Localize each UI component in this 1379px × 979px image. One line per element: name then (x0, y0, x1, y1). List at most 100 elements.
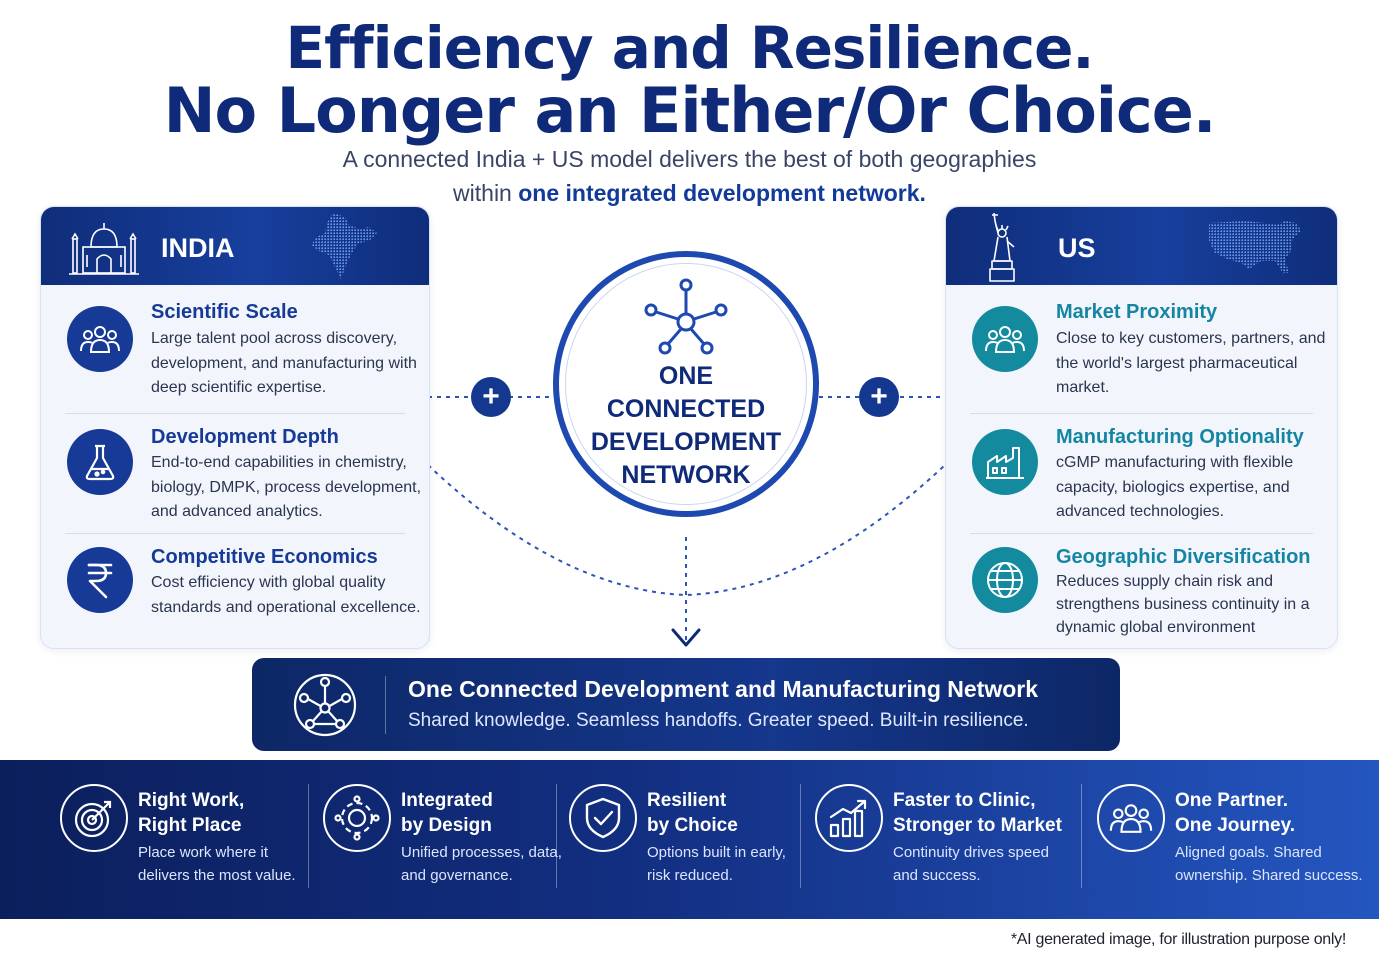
feature-desc-line1: Aligned goals. Shared (1175, 844, 1322, 861)
feature-one-partner: One Partner. One Journey. Aligned goals.… (1097, 760, 1367, 919)
feature-separator (800, 784, 801, 888)
feature-desc-line2: and governance. (401, 867, 513, 884)
gear-network-icon (334, 795, 380, 841)
feature-desc-line1: Place work where it (138, 844, 269, 861)
india-item-heading: Competitive Economics (151, 546, 378, 568)
plus-icon-left: + (471, 377, 511, 417)
features-strip: Right Work, Right Place Place work where… (0, 760, 1379, 919)
feature-title: One Partner. One Journey. (1175, 788, 1295, 838)
feature-title-line1: Resilient (647, 790, 727, 811)
people-group-icon (80, 326, 120, 353)
us-item-heading: Manufacturing Optionality (1056, 426, 1304, 448)
network-banner: One Connected Development and Manufactur… (252, 658, 1120, 751)
feature-title-line2: by Design (401, 815, 492, 836)
center-label-line4: NETWORK (621, 461, 751, 489)
feature-title: Integrated by Design (401, 788, 493, 838)
subtitle-highlight: one integrated development network. (518, 180, 926, 206)
india-item-desc: Cost efficiency with global quality stan… (151, 574, 421, 616)
center-label-line2: CONNECTED (606, 395, 766, 423)
feature-title-line2: by Choice (647, 815, 738, 836)
subtitle-line2: within one integrated development networ… (0, 180, 1379, 207)
divider (65, 533, 405, 534)
feature-integrated: Integrated by Design Unified processes, … (323, 760, 562, 919)
feature-separator (308, 784, 309, 888)
banner-subtitle: Shared knowledge. Seamless handoffs. Gre… (408, 710, 1029, 731)
subtitle-prefix: within (453, 180, 512, 206)
india-item-icon-circle (67, 306, 133, 372)
feature-right-work: Right Work, Right Place Place work where… (60, 760, 300, 919)
feature-desc-line2: delivers the most value. (138, 867, 296, 884)
us-item-desc: Reduces supply chain risk and strengthen… (1056, 573, 1310, 636)
feature-faster-to-clinic: Faster to Clinic, Stronger to Market Con… (815, 760, 1075, 919)
india-item-icon-circle (67, 547, 133, 613)
disclaimer-text: *AI generated image, for illustration pu… (1010, 931, 1346, 948)
us-item-icon-circle (972, 429, 1038, 495)
statue-of-liberty-icon (989, 212, 1015, 282)
us-item-icon-circle (972, 547, 1038, 613)
people-group-icon (985, 326, 1025, 353)
us-item-heading: Market Proximity (1056, 301, 1218, 323)
center-label: ONE CONNECTED DEVELOPMENT NETWORK (553, 360, 819, 492)
feature-separator (556, 784, 557, 888)
plus-icon-right: + (859, 377, 899, 417)
divider (970, 413, 1313, 414)
feature-icon-circle (323, 784, 391, 852)
center-label-line1: ONE (658, 362, 714, 390)
taj-mahal-icon (69, 223, 139, 275)
center-label-line3: DEVELOPMENT (590, 428, 782, 456)
feature-title-line2: Right Place (138, 815, 242, 836)
feature-desc: Continuity drives speed and success. (893, 841, 1049, 887)
feature-title-line1: Faster to Clinic, (893, 790, 1036, 811)
feature-desc-line1: Continuity drives speed (893, 844, 1049, 861)
feature-desc-line2: risk reduced. (647, 867, 733, 884)
banner-title: One Connected Development and Manufactur… (408, 676, 1039, 702)
india-item-heading: Development Depth (151, 426, 339, 448)
feature-separator (1081, 784, 1082, 888)
feature-title-line1: Right Work, (138, 790, 245, 811)
india-panel-title: INDIA (161, 233, 235, 263)
us-item-icon-circle (972, 306, 1038, 372)
shield-check-icon (585, 797, 621, 839)
feature-desc: Unified processes, data, and governance. (401, 841, 562, 887)
feature-title-line1: One Partner. (1175, 790, 1288, 811)
globe-network-icon (293, 673, 357, 737)
rupee-icon (87, 563, 113, 599)
india-item-heading: Scientific Scale (151, 301, 298, 323)
main-title-line1: Efficiency and Resilience. (285, 14, 1095, 82)
main-title-line2: No Longer an Either/Or Choice. (163, 74, 1217, 147)
india-map-icon (311, 213, 377, 279)
feature-desc: Options built in early, risk reduced. (647, 841, 786, 887)
growth-chart-icon (829, 799, 867, 838)
feature-icon-circle (569, 784, 637, 852)
us-item-desc: Close to key customers, partners, and th… (1056, 330, 1326, 396)
divider (970, 533, 1313, 534)
feature-title-line1: Integrated (401, 790, 493, 811)
feature-desc-line2: and success. (893, 867, 981, 884)
feature-title-line2: One Journey. (1175, 815, 1296, 836)
banner-separator (385, 676, 386, 734)
us-panel-title: US (1058, 233, 1096, 263)
center-inner-ring (565, 263, 807, 505)
feature-title-line2: Stronger to Market (893, 815, 1062, 836)
feature-icon-circle (815, 784, 883, 852)
feature-desc-line1: Unified processes, data, (401, 844, 562, 861)
us-map-icon (1209, 221, 1301, 273)
feature-icon-circle (60, 784, 128, 852)
flask-icon (85, 444, 115, 481)
people-group-icon (1109, 804, 1153, 833)
factory-icon (986, 447, 1024, 479)
feature-desc: Aligned goals. Shared ownership. Shared … (1175, 841, 1363, 887)
network-hub-icon (644, 278, 728, 355)
us-item-heading: Geographic Diversification (1056, 546, 1311, 568)
us-item-desc: cGMP manufacturing with flexible capacit… (1056, 454, 1294, 520)
feature-desc-line2: ownership. Shared success. (1175, 867, 1363, 884)
feature-resilient: Resilient by Choice Options built in ear… (569, 760, 794, 919)
india-item-icon-circle (67, 429, 133, 495)
feature-title: Faster to Clinic, Stronger to Market (893, 788, 1062, 838)
divider (65, 413, 405, 414)
feature-desc-line1: Options built in early, (647, 844, 786, 861)
feature-title: Resilient by Choice (647, 788, 738, 838)
globe-icon (987, 562, 1023, 598)
india-panel: INDIA Scientific Scale Large talent pool… (40, 206, 430, 649)
india-item-desc: Large talent pool across discovery, deve… (151, 330, 417, 396)
